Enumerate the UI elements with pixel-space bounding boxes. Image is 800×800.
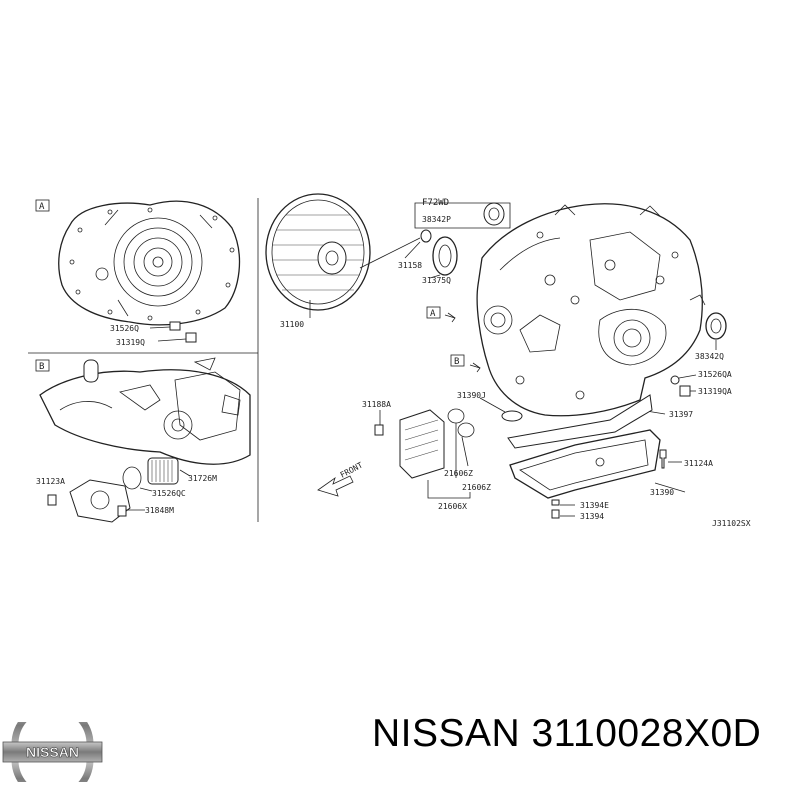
oil-pan: 31390 31394E 31394 31124A <box>509 429 713 521</box>
part-21606z-1: 21606Z <box>444 469 473 478</box>
transmission-case: 38342Q 31526QA 31319QA 31397 <box>476 203 732 419</box>
part-21606x: 21606X <box>438 502 467 511</box>
section-b: B 31123A 31726M 31526QC 31848M <box>35 357 251 523</box>
variant-part: 38342P <box>422 215 451 224</box>
nissan-logo: NISSAN <box>0 703 105 800</box>
part-31124a: 31124A <box>684 459 713 468</box>
part-31319qa: 31319QA <box>698 387 732 396</box>
part-31397: 31397 <box>669 410 693 419</box>
variant-title: F72WD <box>422 198 449 208</box>
part-31526qc: 31526QC <box>152 489 186 498</box>
part-31526q: 31526Q <box>110 324 139 333</box>
oil-cooler: 31188A 21606Z 21606Z 21606X <box>362 400 491 511</box>
part-38342q: 38342Q <box>695 352 724 361</box>
part-31319q: 31319Q <box>116 338 145 347</box>
part-31848m: 31848M <box>145 506 174 515</box>
part-31390: 31390 <box>650 488 674 497</box>
section-a-label: A <box>39 202 45 212</box>
front-indicator: FRONT <box>317 460 365 497</box>
part-31100: 31100 <box>280 320 304 329</box>
marker-a: A <box>430 309 436 319</box>
part-31123a: 31123A <box>36 477 65 486</box>
diagram-code: J31102SX <box>712 519 751 528</box>
part-31158: 31158 <box>398 261 422 270</box>
part-31188a: 31188A <box>362 400 391 409</box>
part-31394e: 31394E <box>580 501 609 510</box>
section-a: A 31526Q 31319Q <box>35 199 241 347</box>
part-31375q: 31375Q <box>422 276 451 285</box>
section-b-label: B <box>39 362 44 372</box>
part-31390j: 31390J <box>457 391 486 400</box>
part-31394: 31394 <box>580 512 604 521</box>
part-31726m: 31726M <box>188 474 217 483</box>
variant-box: F72WD 38342P <box>414 198 511 229</box>
part-number-caption: NISSAN 3110028X0D <box>372 712 762 755</box>
housing-outline-a <box>58 200 241 326</box>
logo-text: NISSAN <box>26 744 79 760</box>
part-21606z-2: 21606Z <box>462 483 491 492</box>
front-label: FRONT <box>339 460 365 479</box>
torque-converter: 31100 <box>265 193 421 329</box>
part-31526qa: 31526QA <box>698 370 732 379</box>
marker-b: B <box>454 357 459 367</box>
